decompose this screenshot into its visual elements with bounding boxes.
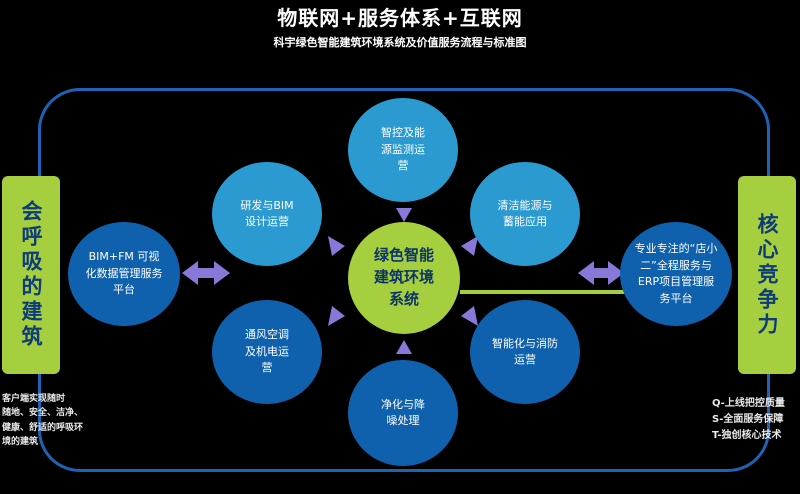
node-center: 绿色智能建筑环境系统 <box>348 222 460 334</box>
left-bar: 会呼吸的建筑 <box>2 176 60 374</box>
center-right-connector <box>460 290 655 294</box>
left-note-line: 境的建筑 <box>2 437 39 448</box>
left-note-line: 健康、舒适的呼吸环 <box>2 422 84 433</box>
left-double-arrow <box>182 261 230 285</box>
left-note-line: 随地、安全、洁净、 <box>2 408 84 419</box>
diagram-subtitle: 科宇绿色智能建筑环境系统及价值服务流程与标准图 <box>273 36 527 49</box>
arrow-from-bottom-right <box>461 306 478 326</box>
arrow-from-bottom-left <box>328 306 345 326</box>
arrow-from-top <box>396 208 412 222</box>
arrow-from-bottom <box>396 340 412 354</box>
right-bar: 核心竞争力 <box>738 176 796 374</box>
node-left: BIM+FM 可视化数据管理服务平台 <box>68 222 180 326</box>
node-top-left: 研发与BIM设计运营 <box>212 162 322 266</box>
right-note-line: T-独创核心技术 <box>712 430 782 441</box>
arrow-from-top-right <box>461 236 478 256</box>
node-top: 智控及能源监测运营 <box>348 98 458 202</box>
node-right: 专业专注的“店小二”全程服务与ERP项目管理服务平台 <box>620 222 732 326</box>
right-notes: Q-上线把控质量 S-全面服务保障 T-独创核心技术 <box>712 396 785 444</box>
left-notes: 客户端实现随时 随地、安全、洁净、 健康、舒适的呼吸环 境的建筑 <box>2 392 83 450</box>
node-bottom-left: 通风空调及机电运营 <box>212 300 322 404</box>
right-note-line: Q-上线把控质量 <box>712 398 785 409</box>
node-bottom-right: 智能化与消防运营 <box>470 300 580 404</box>
diagram-title: 物联网+服务体系+互联网 <box>277 6 523 30</box>
right-note-line: S-全面服务保障 <box>712 414 784 425</box>
right-double-arrow <box>578 261 624 285</box>
left-note-line: 客户端实现随时 <box>2 394 66 404</box>
node-top-right: 清洁能源与蓄能应用 <box>470 162 580 266</box>
arrow-from-top-left <box>328 236 345 256</box>
node-bottom: 净化与降噪处理 <box>348 360 458 466</box>
